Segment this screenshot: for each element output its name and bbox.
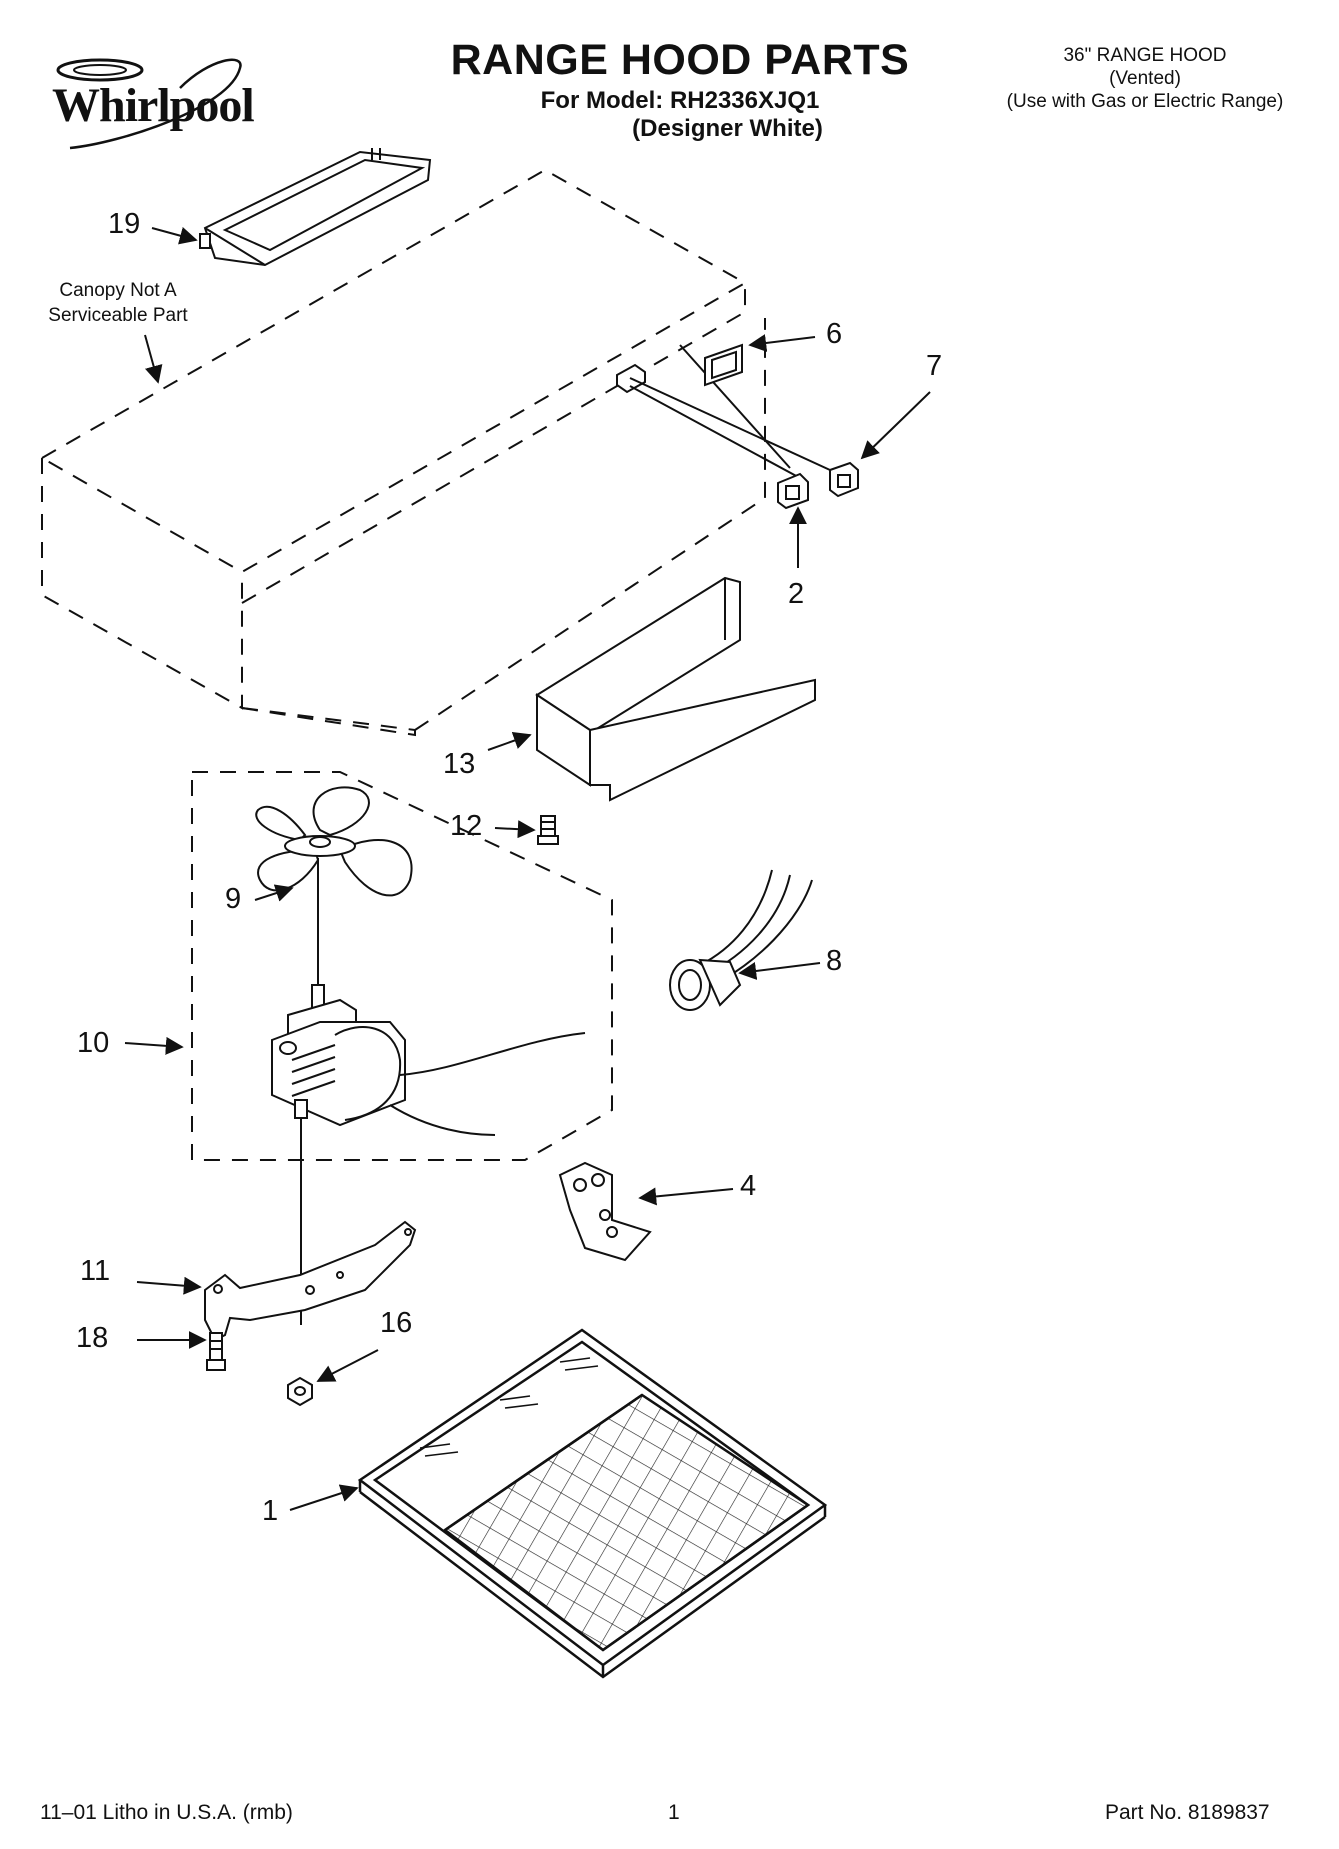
part-8-terminal-block [669, 869, 813, 1011]
color-line: (Designer White) [632, 115, 823, 142]
canopy-note: Canopy Not A Serviceable Part [28, 278, 208, 328]
logo-swirl-icon [56, 58, 242, 150]
callout-6: 6 [826, 318, 843, 350]
canopy-outline [39, 168, 766, 737]
callout-2: 2 [788, 578, 805, 610]
part-6-plate [704, 343, 743, 387]
spec-line: (Vented) [1109, 68, 1181, 89]
spec-line: 36" RANGE HOOD [1063, 45, 1227, 66]
callout-19: 19 [108, 208, 141, 240]
part-10-motor [271, 984, 586, 1325]
leader-arrows [124, 227, 931, 1511]
part-4-clamp [558, 1161, 652, 1262]
page-title-block: RANGE HOOD PARTS For Model: RH2336XJQ1 (… [420, 36, 940, 143]
part-18-screw [206, 1332, 226, 1371]
spec-line: (Use with Gas or Electric Range) [1006, 91, 1284, 112]
footer-part-number: Part No. 8189837 [1105, 1801, 1270, 1824]
callout-12: 12 [450, 810, 483, 842]
part-switch-harness [616, 344, 831, 479]
product-spec: 36" RANGE HOOD (Vented) (Use with Gas or… [975, 44, 1315, 113]
callout-18: 18 [76, 1322, 109, 1354]
callout-7: 7 [926, 350, 943, 382]
callout-9: 9 [225, 883, 242, 915]
part-2-switch [777, 472, 809, 510]
callout-13: 13 [443, 748, 476, 780]
callout-16: 16 [380, 1307, 413, 1339]
canopy-note-line: Canopy Not A [59, 280, 177, 301]
canopy-note-line: Serviceable Part [48, 305, 188, 326]
part-16-nut [287, 1376, 313, 1407]
part-9-fan-blade [255, 786, 413, 990]
brand-name: Whirlpool [52, 79, 255, 132]
blower-assembly-outline [191, 771, 613, 1161]
part-7-switch [829, 461, 859, 498]
part-13-bracket [535, 576, 816, 802]
footer-page-number: 1 [668, 1801, 680, 1824]
callout-8: 8 [826, 945, 843, 977]
page-title: RANGE HOOD PARTS [450, 36, 910, 84]
callout-4: 4 [740, 1170, 757, 1202]
callout-11: 11 [80, 1255, 111, 1287]
part-19-light-housing [199, 148, 432, 267]
part-1-grease-filter [357, 1328, 828, 1679]
callout-10: 10 [77, 1027, 110, 1059]
footer-litho: 11–01 Litho in U.S.A. (rmb) [40, 1801, 293, 1824]
model-line: For Model: RH2336XJQ1 [540, 87, 820, 114]
whirlpool-logo-icon: Whirlpool [30, 48, 260, 158]
part-12-screw [537, 815, 559, 845]
callout-1: 1 [262, 1495, 279, 1527]
